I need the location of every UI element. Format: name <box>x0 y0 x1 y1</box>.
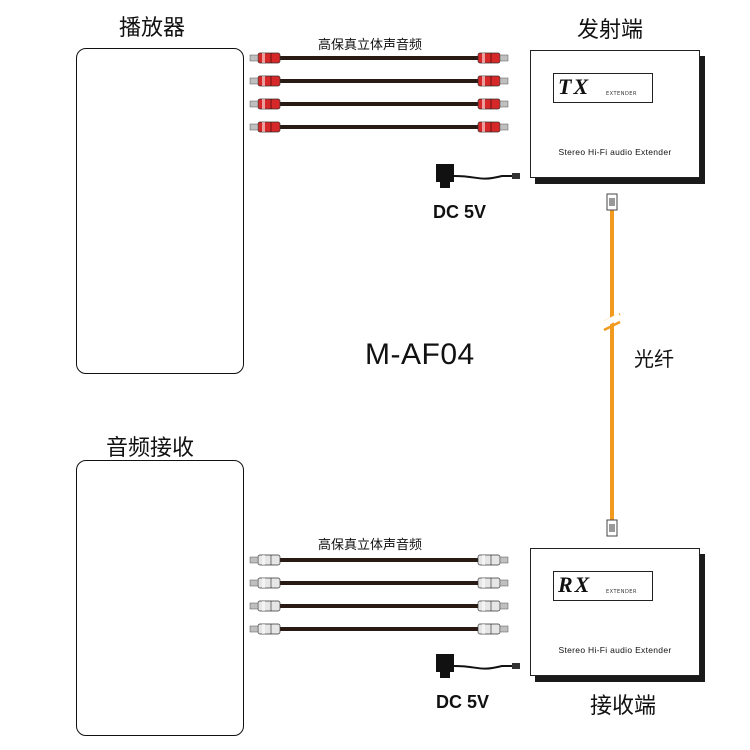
transmitter-title: 发射端 <box>577 18 644 43</box>
receiver-title: 接收端 <box>590 694 657 719</box>
bottom-power-label: DC 5V <box>436 692 490 712</box>
transmitter-badge: TX EXTENDER <box>553 73 653 103</box>
transmitter-caption: Stereo Hi-Fi audio Extender <box>558 147 672 157</box>
source-device-panel <box>76 48 244 374</box>
receiver-sub: EXTENDER <box>606 589 637 595</box>
source-title: 播放器 <box>119 16 186 41</box>
receiver-caption: Stereo Hi-Fi audio Extender <box>558 645 672 655</box>
receiver-box: RX EXTENDER Stereo Hi-Fi audio Extender <box>530 548 700 676</box>
receiver-badge: RX EXTENDER <box>553 571 653 601</box>
bottom-cable-label: 高保真立体声音频 <box>318 538 423 553</box>
receiver-side-title: 音频接收 <box>106 436 195 461</box>
top-rca-cables <box>249 52 509 133</box>
top-power-label: DC 5V <box>433 202 487 222</box>
power-adapter-top-icon <box>436 164 520 188</box>
transmitter-sub: EXTENDER <box>606 91 637 97</box>
transmitter-code: TX <box>558 74 591 99</box>
receiver-device-panel <box>76 460 244 736</box>
bottom-rca-cables <box>249 554 509 635</box>
transmitter-box: TX EXTENDER Stereo Hi-Fi audio Extender <box>530 50 700 178</box>
power-adapter-bottom-icon <box>436 654 520 678</box>
fiber-label: 光纤 <box>634 347 674 371</box>
top-cable-label: 高保真立体声音频 <box>318 38 423 53</box>
receiver-code: RX <box>558 572 592 597</box>
fiber-cable <box>603 193 622 537</box>
model-label: M-AF04 <box>365 338 475 371</box>
